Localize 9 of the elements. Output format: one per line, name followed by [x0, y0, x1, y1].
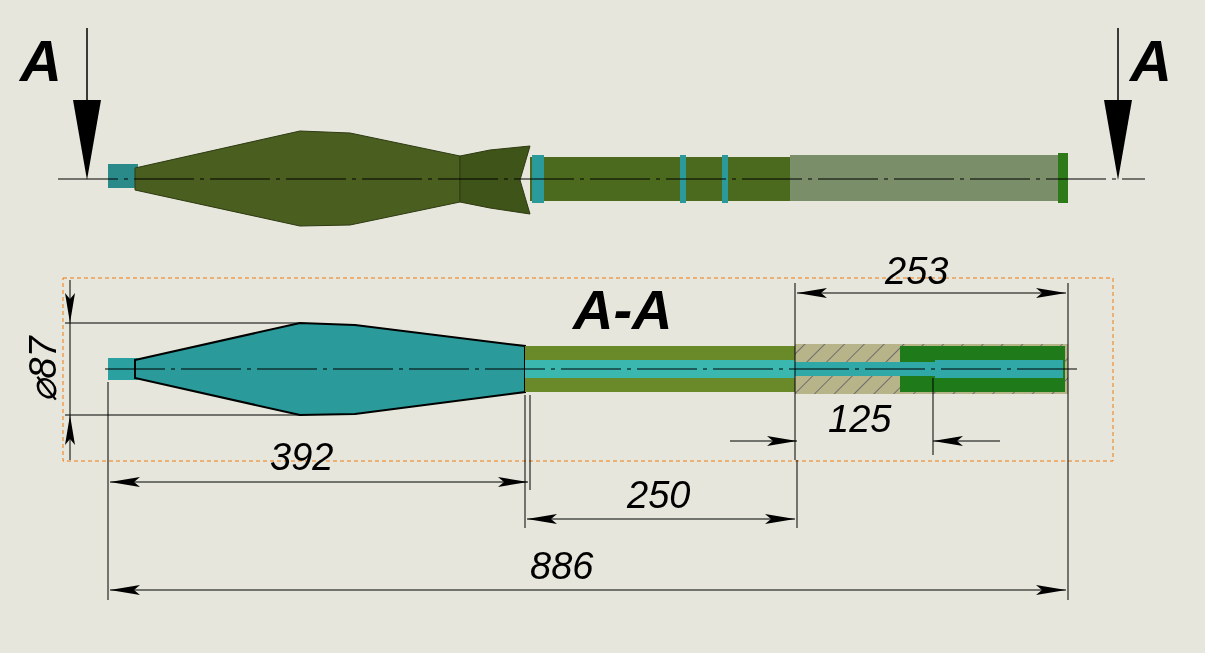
section-title: A-A	[573, 282, 673, 338]
section-letter: A	[1130, 32, 1172, 90]
dimension-value: 125	[828, 400, 892, 438]
dimension-value: 886	[530, 547, 594, 585]
dimension-value: 392	[270, 438, 334, 476]
section-letter: A	[20, 32, 62, 90]
dimension-value: 250	[627, 476, 691, 514]
dimension-value: ⌀87	[23, 336, 62, 402]
dimension-value: 253	[885, 252, 949, 290]
